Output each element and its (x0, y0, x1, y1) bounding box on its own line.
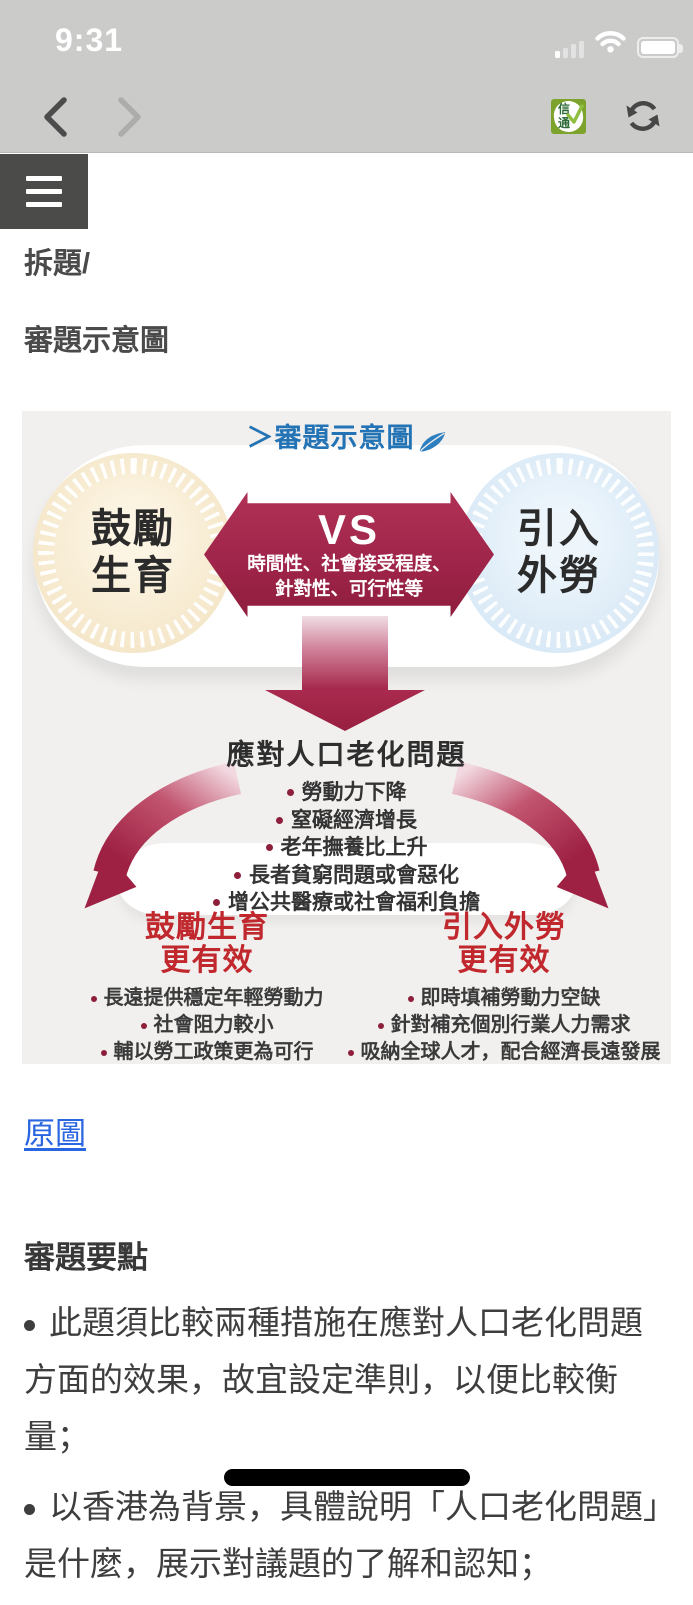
white-band (117, 843, 576, 915)
leaf-icon (415, 425, 449, 460)
section-heading-split: 拆題/ (24, 248, 91, 280)
bullet-dot (234, 871, 241, 879)
vs-label: VS (317, 505, 381, 553)
back-button[interactable] (38, 95, 72, 144)
problem-heading: 應對人口老化問題 (226, 739, 467, 770)
infographic-title: ＞審題示意圖 (22, 416, 671, 455)
cellular-signal-icon (555, 38, 584, 58)
down-arrow-head (265, 690, 425, 731)
point-item: 長遠提供穩定年輕勞動力 (52, 985, 362, 1012)
conclusion-encourage-birth: 鼓勵生育 更有效 長遠提供穩定年輕勞動力社會阻力較小輔以勞工政策更為可行 (52, 911, 362, 1066)
browser-chrome: 9:31 信通 (0, 0, 693, 153)
conclusion-right-points: 即時填補勞動力空缺針對補充個別行業人力需求吸納全球人才，配合經濟長遠發展 (344, 985, 664, 1066)
site-app-icon[interactable]: 信通 (551, 99, 586, 134)
forward-button[interactable] (113, 95, 147, 144)
original-image-link[interactable]: 原圖 (24, 1116, 86, 1151)
section-heading-diagram: 審題示意圖 (24, 325, 170, 357)
option-circle-import-labour: 引入 外勞 (459, 453, 659, 653)
section-heading-key-points: 審題要點 (24, 1240, 148, 1275)
point-item: 吸納全球人才，配合經濟長遠發展 (344, 1039, 664, 1066)
bullet-dot (347, 1049, 354, 1056)
status-icons (555, 30, 683, 58)
bullet-dot (377, 1022, 384, 1029)
curved-arrow-right (451, 763, 609, 909)
curved-arrow-left (84, 763, 242, 909)
bullet-dot (407, 995, 414, 1002)
bullet-dot (286, 789, 294, 797)
status-time: 9:31 (55, 22, 124, 58)
body-paragraph: 此題須比較兩種措施在應對人口老化問題方面的效果，故宜設定準則，以便比較衡量； (24, 1304, 643, 1455)
conclusion-import-labour: 引入外勞 更有效 即時填補勞動力空缺針對補充個別行業人力需求吸納全球人才，配合經… (344, 911, 664, 1066)
title-prefix: ＞ (246, 423, 275, 453)
hamburger-icon (26, 176, 62, 181)
bullet-dot (213, 899, 220, 907)
menu-button[interactable] (0, 154, 88, 229)
point-item: 輔以勞工政策更為可行 (52, 1039, 362, 1066)
exam-topic-infographic: ＞審題示意圖 鼓勵 生育 引入 外勞 VS 時間性、社會接受程度、針對性、可行性… (22, 411, 671, 1064)
body-paragraph: 以香港為背景，具體說明「人口老化問題」是什麼，展示對議題的了解和認知； (24, 1488, 660, 1582)
problem-item: 老年撫養比上升 (22, 834, 671, 862)
app-icon-checkmark (566, 104, 584, 124)
problem-item: 增公共醫療或社會福利負擔 (22, 889, 671, 917)
bullet-dot (140, 1022, 147, 1029)
bullet-dot (265, 844, 273, 852)
conclusion-left-points: 長遠提供穩定年輕勞動力社會阻力較小輔以勞工政策更為可行 (52, 985, 362, 1066)
problem-item: 勞動力下降 (22, 779, 671, 807)
key-points-paragraphs: 此題須比較兩種措施在應對人口老化問題方面的效果，故宜設定準則，以便比較衡量； 以香… (24, 1294, 670, 1605)
point-item: 即時填補勞動力空缺 (344, 985, 664, 1012)
paragraph-bullet (24, 1319, 35, 1331)
app-icon-text: 信通 (558, 102, 571, 130)
refresh-icon[interactable] (623, 96, 663, 136)
down-arrow-stem (302, 616, 388, 691)
wifi-icon (595, 30, 626, 58)
option-circle-encourage-birth: 鼓勵 生育 (33, 453, 233, 653)
point-item: 社會阻力較小 (52, 1012, 362, 1039)
bullet-dot (276, 816, 283, 824)
home-indicator[interactable] (224, 1469, 470, 1486)
paragraph-bullet (24, 1503, 35, 1515)
bullet-dot (100, 1049, 107, 1056)
criteria-text: 時間性、社會接受程度、針對性、可行性等 (247, 552, 451, 599)
problem-list: 勞動力下降窒礙經濟增長老年撫養比上升長者貧窮問題或會惡化增公共醫療或社會福利負擔 (22, 779, 671, 917)
battery-icon (637, 37, 683, 58)
bullet-dot (90, 995, 97, 1002)
problem-item: 長者貧窮問題或會惡化 (22, 862, 671, 890)
vs-double-arrow: VS 時間性、社會接受程度、針對性、可行性等 (204, 492, 494, 617)
problem-item: 窒礙經濟增長 (22, 807, 671, 835)
point-item: 針對補充個別行業人力需求 (344, 1012, 664, 1039)
